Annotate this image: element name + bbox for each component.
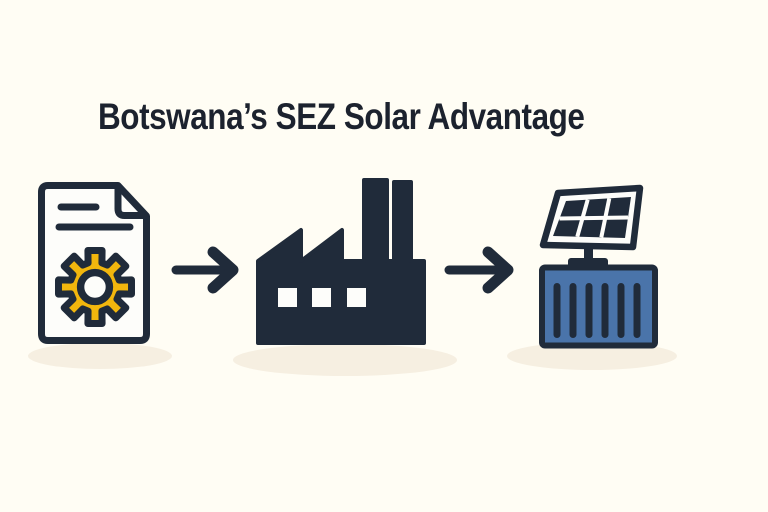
ground-shadow	[233, 344, 457, 376]
factory-window	[278, 288, 297, 307]
page-title: Botswana’s SEZ Solar Advantage	[98, 96, 585, 137]
container-rib	[569, 283, 577, 338]
factory-window	[347, 288, 366, 307]
ground-shadow	[28, 343, 172, 369]
document-gear-icon	[38, 182, 150, 344]
arrow-right-icon	[171, 246, 239, 294]
container-rib	[633, 283, 641, 338]
solar-panel-container-icon	[539, 184, 658, 349]
page-fold	[114, 183, 149, 219]
factory-window	[312, 288, 331, 307]
arrow-right-icon	[444, 246, 514, 294]
container-icon	[539, 264, 658, 349]
ground-shadow	[507, 342, 677, 370]
container-rib	[585, 283, 593, 338]
factory-icon	[256, 178, 426, 345]
solar-panel-icon	[539, 184, 644, 251]
panel-pole	[584, 238, 593, 266]
container-rib	[617, 283, 625, 338]
gear-hub	[76, 268, 114, 306]
container-rib	[601, 283, 609, 338]
factory-body	[256, 178, 426, 345]
gear-icon	[55, 247, 135, 327]
container-rib	[553, 283, 561, 338]
